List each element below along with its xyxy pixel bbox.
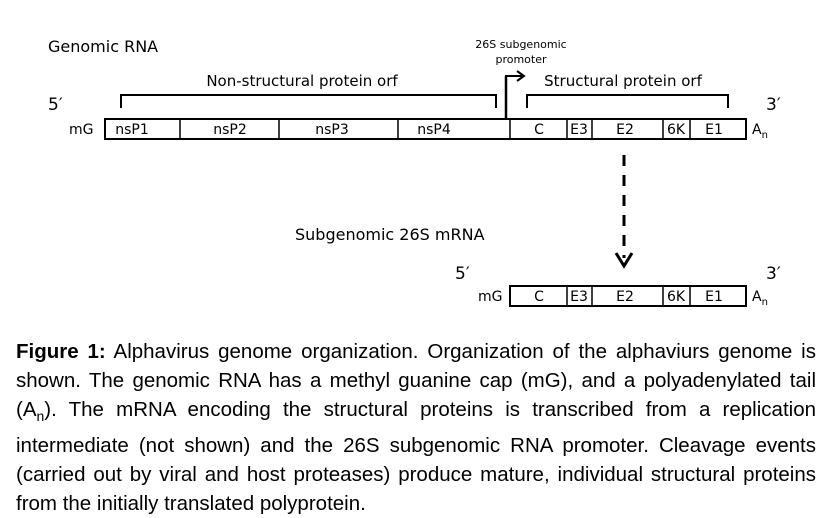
dashed-down-arrow [614, 155, 634, 269]
subgenomic-cap-label: mG [478, 289, 503, 305]
subgenomic-5prime-label: 5′ [455, 264, 470, 284]
promoter-label-line1: 26S subgenomic [475, 38, 566, 51]
segment-nsp2: nsP2 [213, 122, 247, 138]
genomic-3prime-label: 3′ [766, 95, 781, 115]
genomic-rna-title: Genomic RNA [48, 37, 158, 56]
sub-segment-e2: E2 [616, 289, 634, 305]
segment-nsp3: nsP3 [315, 122, 349, 138]
structural-orf-label: Structural protein orf [544, 72, 702, 90]
genomic-5prime-label: 5′ [48, 95, 63, 115]
segment-nsp1: nsP1 [115, 122, 149, 138]
caption-subscript: n [36, 408, 45, 425]
sub-segment-c: C [534, 289, 544, 305]
segment-e3: E3 [570, 122, 588, 138]
structural-bracket [526, 94, 729, 108]
sub-segment-6k: 6K [667, 289, 686, 305]
figure-caption: Figure 1: Alphavirus genome organization… [16, 337, 816, 518]
subgenomic-3prime-label: 3′ [766, 264, 781, 284]
segment-e1: E1 [705, 122, 723, 138]
segment-6k: 6K [667, 122, 686, 138]
caption-text-part1: Alphavirus genome organization. Organiza… [16, 340, 816, 421]
sub-segment-e1: E1 [705, 289, 723, 305]
subgenomic-mrna-bar [509, 285, 747, 307]
segment-nsp4: nsP4 [417, 122, 451, 138]
subgenomic-tail-label: An [752, 289, 768, 308]
caption-text-part2: ). The mRNA encoding the structural prot… [16, 398, 816, 516]
sub-segment-e3: E3 [570, 289, 588, 305]
genome-diagram: Genomic RNA 26S subgenomic promoter Non-… [48, 37, 781, 308]
subgenomic-mrna-title: Subgenomic 26S mRNA [295, 225, 485, 244]
nonstructural-bracket [120, 94, 497, 108]
promoter-label-line2: promoter [495, 53, 547, 66]
genomic-rna-bar [104, 118, 747, 140]
genomic-tail-label: An [752, 122, 768, 141]
segment-c: C [534, 122, 544, 138]
caption-lead: Figure 1: [16, 340, 106, 363]
promoter-arrow [504, 70, 526, 119]
nonstructural-orf-label: Non-structural protein orf [206, 72, 398, 90]
segment-e2: E2 [616, 122, 634, 138]
genomic-cap-label: mG [69, 122, 94, 138]
